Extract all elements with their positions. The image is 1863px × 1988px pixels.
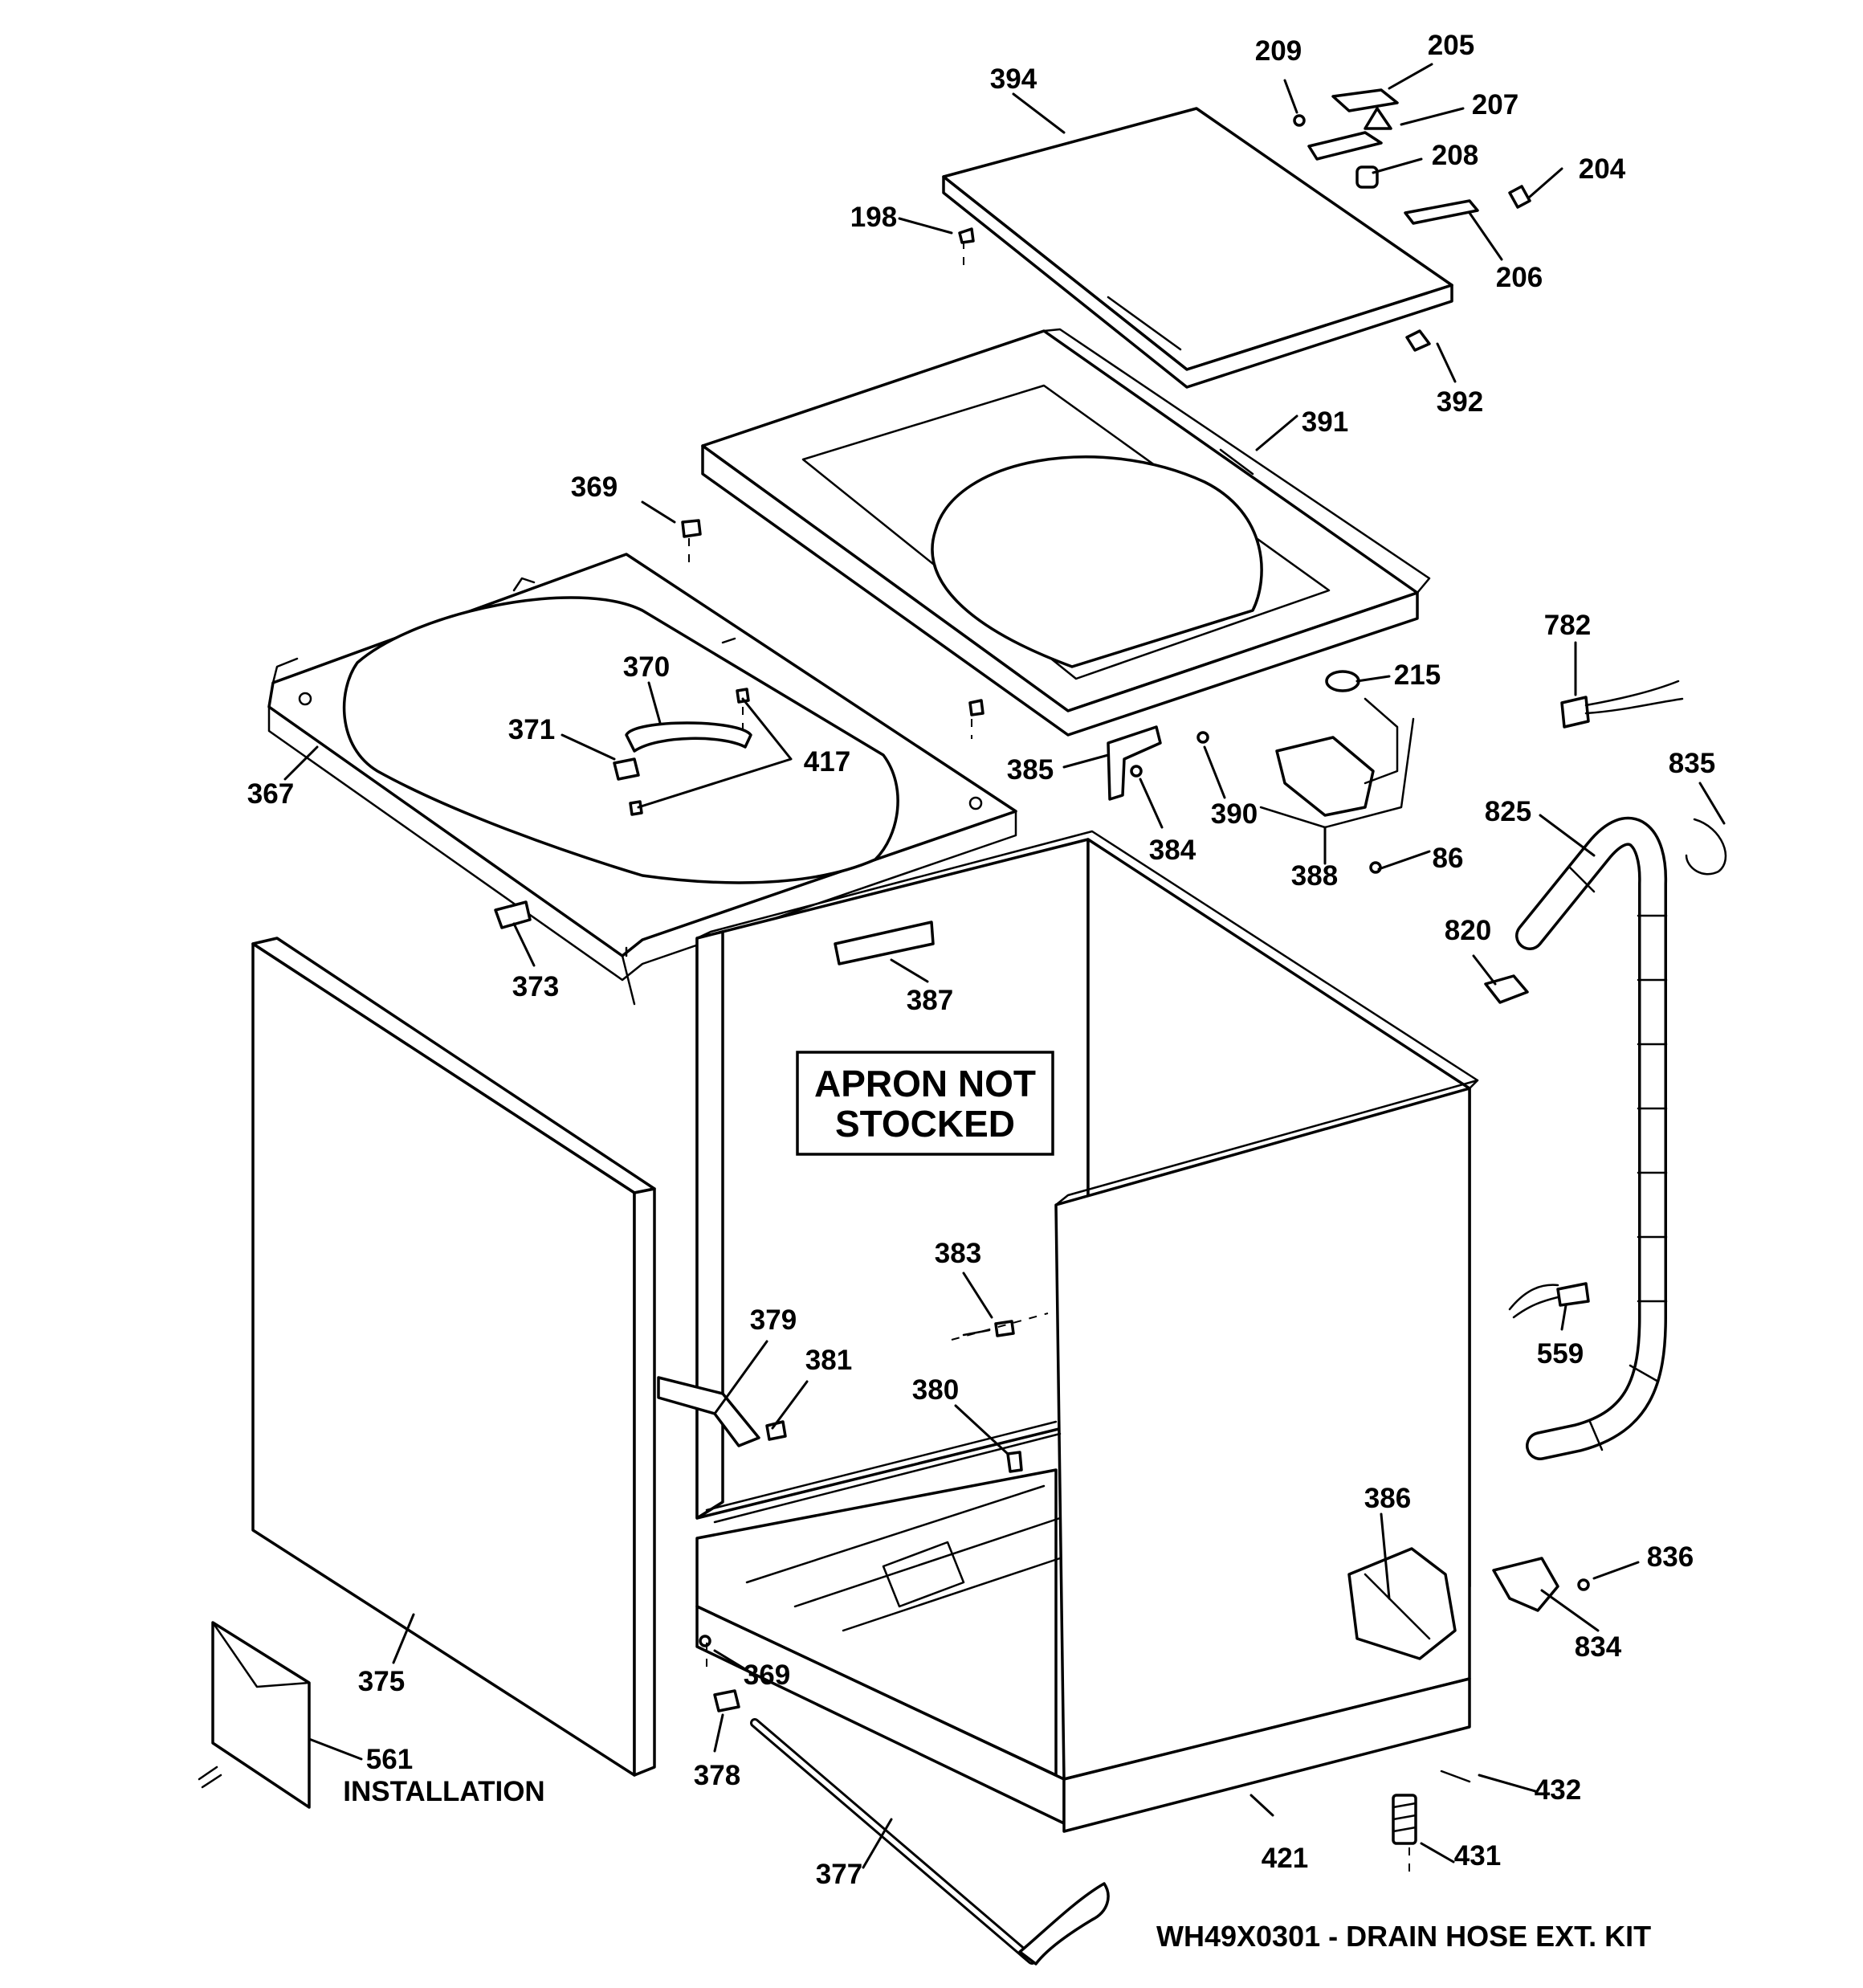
callout-431: 431 (1454, 1840, 1501, 1872)
drain-hose-825 (1515, 816, 1668, 1460)
alignment-lines (688, 241, 1410, 1872)
callout-820: 820 (1445, 915, 1491, 946)
callout-380: 380 (912, 1374, 959, 1406)
callout-834: 834 (1575, 1631, 1622, 1663)
drain-hose-kit-note: WH49X0301 - DRAIN HOSE EXT. KIT (1156, 1920, 1651, 1953)
callout-208: 208 (1432, 140, 1478, 171)
callout-836: 836 (1647, 1541, 1694, 1573)
small-hardware (494, 88, 1727, 1966)
callout-207: 207 (1472, 89, 1519, 120)
part-callouts: 394 209 205 207 208 204 198 206 392 391 … (247, 30, 1715, 1890)
callout-835: 835 (1669, 748, 1715, 779)
lid-394 (942, 107, 1453, 389)
callout-215: 215 (1394, 659, 1441, 691)
callout-385: 385 (1007, 754, 1054, 786)
callout-381: 381 (805, 1345, 852, 1376)
callout-432: 432 (1535, 1774, 1581, 1806)
callout-386: 386 (1364, 1483, 1411, 1514)
callout-205: 205 (1428, 30, 1474, 61)
callout-204: 204 (1579, 153, 1626, 185)
callout-561: 561 (366, 1744, 413, 1775)
callout-421: 421 (1262, 1843, 1308, 1874)
callout-392: 392 (1437, 386, 1483, 418)
callout-390: 390 (1211, 798, 1258, 830)
callout-369-bottom: 369 (744, 1659, 790, 1691)
callout-198: 198 (850, 202, 897, 233)
callout-369-top: 369 (571, 471, 618, 503)
callout-378: 378 (694, 1760, 740, 1791)
cabinet-body (695, 830, 1479, 1833)
apron-note-line2: STOCKED (835, 1103, 1015, 1145)
callout-383: 383 (935, 1238, 981, 1269)
callout-206: 206 (1496, 262, 1543, 293)
leader-lines (283, 63, 1726, 1869)
callout-379: 379 (750, 1304, 797, 1336)
apron-note-line1: APRON NOT (814, 1063, 1036, 1104)
callout-559: 559 (1537, 1338, 1584, 1370)
callout-371: 371 (508, 714, 555, 745)
callout-370: 370 (623, 651, 670, 683)
callout-384: 384 (1149, 835, 1196, 866)
callout-417: 417 (804, 746, 850, 778)
installation-envelope-561 (198, 1621, 311, 1809)
apron-note-box: APRON NOT STOCKED (796, 1051, 1054, 1156)
callout-388: 388 (1291, 860, 1338, 892)
callout-367: 367 (247, 778, 294, 810)
installation-label: INSTALLATION (343, 1776, 544, 1807)
callout-394: 394 (990, 63, 1037, 95)
tub-cover-frame-367 (267, 553, 1017, 1006)
callout-825: 825 (1485, 796, 1531, 827)
callout-209: 209 (1255, 35, 1302, 67)
callout-387: 387 (907, 985, 953, 1016)
callout-375: 375 (358, 1666, 405, 1697)
callout-391: 391 (1302, 406, 1348, 438)
top-panel-391 (701, 328, 1431, 737)
front-panel-375 (251, 937, 656, 1777)
callout-373: 373 (512, 971, 559, 1002)
callout-86: 86 (1433, 843, 1464, 874)
callout-782: 782 (1544, 610, 1591, 641)
callout-377: 377 (816, 1859, 862, 1890)
